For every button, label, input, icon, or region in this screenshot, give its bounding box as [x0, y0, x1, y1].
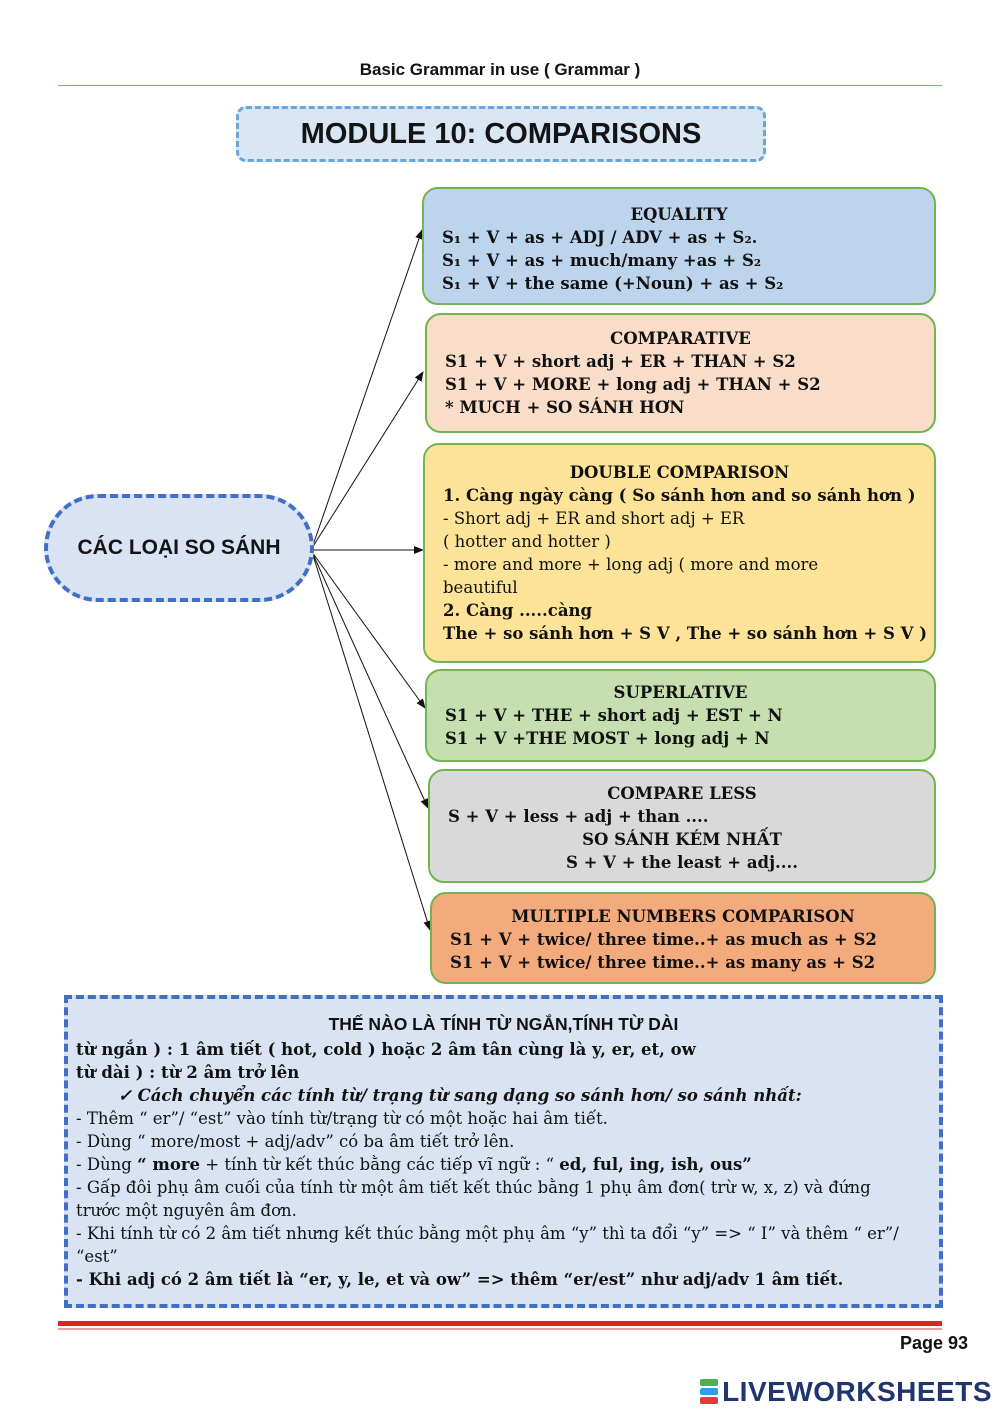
info-rule: - Thêm “ er”/ “est” vào tính từ/trạng từ… [76, 1109, 608, 1128]
double-line: ( hotter and hotter ) [443, 532, 611, 551]
superlative-line: S1 + V + THE + short adj + EST + N [445, 706, 783, 725]
check-icon: ✓ [118, 1086, 132, 1105]
superlative-title: SUPERLATIVE [613, 683, 748, 702]
info-rule: - Dùng “ more + tính từ kết thúc bằng cá… [76, 1153, 931, 1176]
module-title: MODULE 10: COMPARISONS [236, 106, 766, 162]
less-line: S + V + the least + adj.... [565, 853, 799, 872]
arrow-to-equality [311, 229, 423, 549]
info-subtitle-text: Cách chuyển các tính từ/ trạng từ sang d… [137, 1086, 802, 1105]
comparative-title: COMPARATIVE [610, 329, 751, 348]
double-line: - more and more + long adj ( more and mo… [443, 555, 819, 574]
less-line: SO SÁNH KÉM NHẤT [582, 830, 782, 849]
less-title: COMPARE LESS [607, 784, 757, 803]
hub-node: CÁC LOẠI SO SÁNH [44, 494, 314, 602]
double-line: 2. Càng .....càng [443, 601, 593, 620]
arrow-to-comparative [311, 371, 424, 549]
comparative-line: S1 + V + short adj + ER + THAN + S2 [445, 352, 796, 371]
liveworksheets-logo: LIVEWORKSHEETS [700, 1376, 992, 1408]
comparative-box: COMPARATIVE S1 + V + short adj + ER + TH… [425, 313, 936, 433]
header-divider [58, 85, 942, 86]
comparative-line: * MUCH + SO SÁNH HƠN [445, 398, 685, 417]
logo-bar [700, 1388, 719, 1395]
info-rule: trước một nguyên âm đơn. [76, 1201, 297, 1220]
equality-line: S₁ + V + the same (+Noun) + as + S₂ [442, 274, 784, 293]
double-title: DOUBLE COMPARISON [569, 463, 790, 482]
superlative-box: SUPERLATIVE S1 + V + THE + short adj + E… [425, 669, 936, 762]
info-rule: - Dùng “ more/most + adj/adv” có ba âm t… [76, 1132, 515, 1151]
info-line: từ ngắn ) : 1 âm tiết ( hot, cold ) hoặc… [76, 1040, 696, 1059]
logo-text: LIVEWORKSHEETS [722, 1376, 992, 1407]
footer-divider-thin [58, 1328, 942, 1330]
comparative-line: S1 + V + MORE + long adj + THAN + S2 [445, 375, 821, 394]
logo-bar [700, 1379, 719, 1386]
double-comparison-box: DOUBLE COMPARISON 1. Càng ngày càng ( So… [423, 443, 936, 663]
equality-line: S₁ + V + as + much/many +as + S₂ [442, 251, 762, 270]
double-line: - Short adj + ER and short adj + ER [443, 509, 745, 528]
rule-part: + tính từ kết thúc bằng các tiếp vĩ ngữ … [200, 1155, 560, 1174]
info-rule: “est” [76, 1247, 118, 1266]
page-number: Page 93 [899, 1333, 968, 1353]
header-title: Basic Grammar in use ( Grammar ) [359, 60, 641, 79]
info-rule: - Khi tính từ có 2 âm tiết nhưng kết thú… [76, 1224, 899, 1243]
multiple-title: MULTIPLE NUMBERS COMPARISON [511, 907, 855, 926]
adjective-info-box: THẾ NÀO LÀ TÍNH TỪ NGẮN,TÍNH TỪ DÀI từ n… [64, 995, 943, 1308]
rule-part: “ more [137, 1155, 201, 1174]
double-line: beautiful [443, 578, 518, 597]
equality-line: S₁ + V + as + ADJ / ADV + as + S₂. [442, 228, 758, 247]
footer-divider [58, 1321, 942, 1326]
multiple-line: S1 + V + twice/ three time..+ as much as… [450, 930, 877, 949]
double-line: The + so sánh hơn + S V , The + so sánh … [443, 624, 928, 643]
multiple-box: MULTIPLE NUMBERS COMPARISON S1 + V + twi… [430, 892, 936, 984]
arrow-to-multiple [311, 551, 432, 931]
logo-bar [700, 1397, 719, 1404]
rule-part: ed, ful, ing, ish, ous” [559, 1155, 752, 1174]
compare-less-box: COMPARE LESS S + V + less + adj + than .… [428, 769, 936, 883]
less-line: S + V + less + adj + than .... [448, 807, 709, 826]
info-rule: - Gấp đôi phụ âm cuối của tính từ một âm… [76, 1178, 871, 1197]
equality-title: EQUALITY [630, 205, 728, 224]
double-line: 1. Càng ngày càng ( So sánh hơn and so s… [443, 486, 916, 505]
hub-label: CÁC LOẠI SO SÁNH [77, 536, 281, 559]
rule-part: - Dùng [76, 1155, 138, 1174]
superlative-line: S1 + V +THE MOST + long adj + N [445, 729, 770, 748]
equality-box: EQUALITY S₁ + V + as + ADJ / ADV + as + … [422, 187, 936, 305]
info-subtitle: ✓ Cách chuyển các tính từ/ trạng từ sang… [76, 1084, 931, 1107]
multiple-line: S1 + V + twice/ three time..+ as many as… [450, 953, 876, 972]
info-title: THẾ NÀO LÀ TÍNH TỪ NGẮN,TÍNH TỪ DÀI [328, 1014, 679, 1034]
info-line: từ dài ) : từ 2 âm trở lên [76, 1063, 300, 1082]
arrow-to-less [311, 551, 429, 809]
logo-icon [700, 1379, 719, 1405]
arrow-to-superlative [311, 551, 426, 709]
info-rule: - Khi adj có 2 âm tiết là “er, y, le, et… [76, 1270, 844, 1289]
